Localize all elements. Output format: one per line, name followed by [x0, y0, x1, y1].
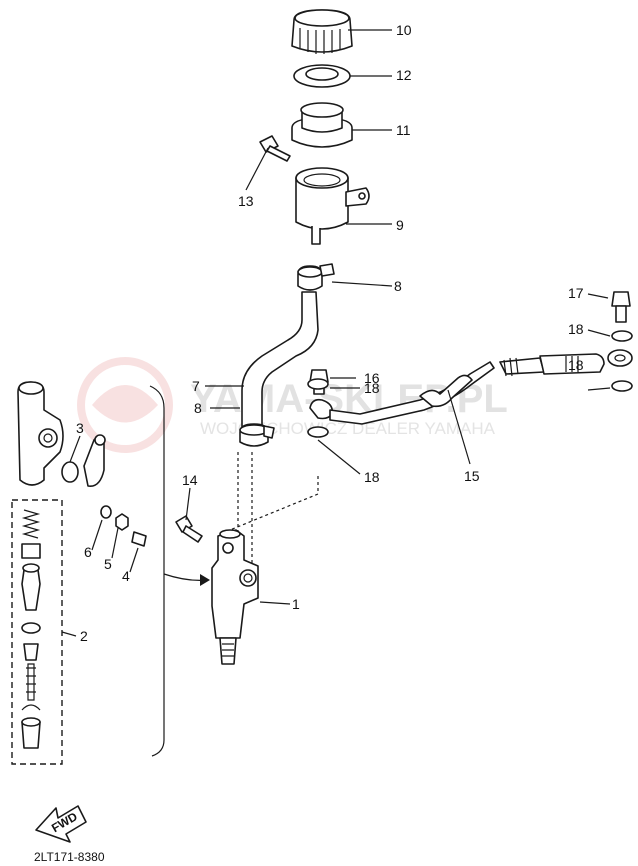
callout-1: 1 [292, 596, 300, 612]
callout-9: 9 [396, 217, 404, 233]
callout-18-upper: 18 [364, 380, 380, 396]
callout-8-lower: 8 [194, 400, 202, 416]
washer-6 [100, 505, 112, 519]
washer-18-right-upper [611, 330, 633, 342]
leader-lines [61, 29, 611, 637]
bolt-13 [259, 135, 291, 162]
callout-18-lower: 18 [364, 469, 380, 485]
nut-5 [115, 513, 129, 531]
callout-17: 17 [568, 285, 584, 301]
diaphragm [291, 102, 353, 148]
watermark-logo [77, 357, 173, 453]
callout-18-right-upper: 18 [568, 321, 584, 337]
banjo-right [607, 349, 633, 367]
callout-4: 4 [122, 568, 130, 584]
callout-5: 5 [104, 556, 112, 572]
callout-15: 15 [464, 468, 480, 484]
callout-18-right-lower: 18 [568, 357, 584, 373]
o-ring-3 [61, 461, 79, 483]
assembly-bracket [149, 385, 210, 757]
callout-8-upper: 8 [394, 278, 402, 294]
hose-clamp-lower [239, 423, 275, 447]
callout-12: 12 [396, 67, 412, 83]
cylinder-body-left [17, 381, 64, 486]
brake-hose [309, 353, 605, 425]
bolt-17 [611, 291, 631, 323]
callout-6: 6 [84, 544, 92, 560]
watermark-subtitle: WOJCIECHOWICZ DEALER YAMAHA [200, 419, 496, 438]
washer-18-right-lower [611, 380, 633, 392]
callout-2: 2 [80, 628, 88, 644]
drawing-code: 2LT171-8380 [34, 850, 105, 864]
callout-13: 13 [238, 193, 254, 209]
hose-clamp-upper [297, 263, 335, 291]
reservoir-cap [291, 9, 353, 54]
callout-labels: 10 12 11 13 9 8 7 8 16 18 18 15 17 18 18… [76, 22, 584, 644]
diaphragm-plate [293, 64, 351, 88]
master-cylinder [211, 529, 259, 665]
callout-10: 10 [396, 22, 412, 38]
callout-14: 14 [182, 472, 198, 488]
reservoir-tank [295, 167, 370, 245]
bolt-14 [175, 515, 203, 543]
union-fitting-6 [83, 434, 106, 487]
callout-11: 11 [396, 122, 411, 138]
callout-3: 3 [76, 420, 84, 436]
kit-components [21, 509, 41, 749]
callout-7: 7 [192, 378, 200, 394]
screw-4 [131, 531, 147, 547]
fwd-arrow-icon: FWD [35, 805, 87, 843]
callout-16: 16 [364, 370, 380, 386]
washer-18-upper [307, 378, 329, 390]
washer-18-lower [307, 426, 329, 438]
